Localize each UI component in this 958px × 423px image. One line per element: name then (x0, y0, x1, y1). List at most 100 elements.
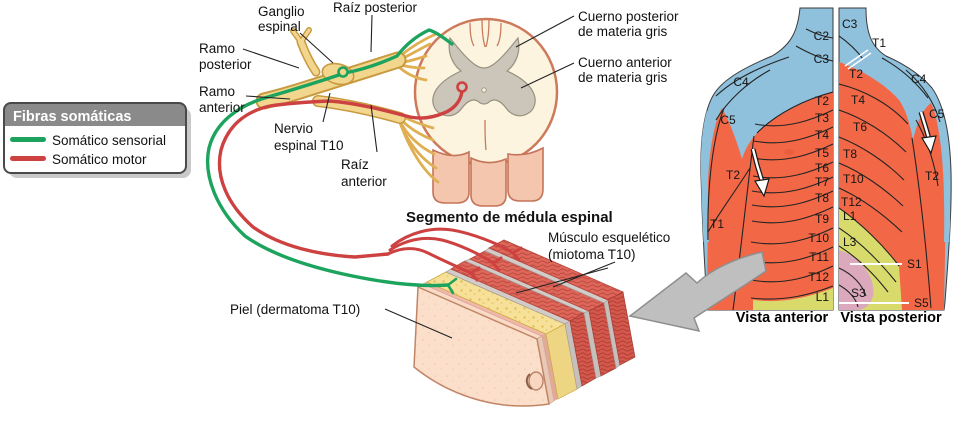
dermatome-line (839, 83, 909, 125)
caption-vista-posterior: Vista posterior (840, 310, 942, 326)
dermatome-line (805, 28, 833, 39)
leader-raiz-anterior (370, 104, 378, 153)
dermatome-label: T4 (851, 93, 865, 107)
leader-ganglio (299, 32, 334, 64)
dermatome-label: T2 (849, 67, 863, 81)
anterior-thoracic-region (707, 92, 833, 310)
dermatome-line (707, 167, 751, 233)
dermatome-label: T4 (815, 128, 829, 142)
posterior-dermatome-labels: C3 T2 T4 T6 T8 T10 T12 L1 L3 S3 T1 C4 C5… (841, 17, 945, 310)
dermatome-direction-arrow-anterior (750, 148, 770, 198)
skin-notch (525, 371, 544, 391)
torso-posterior-view (838, 7, 952, 311)
dermatome-label: C5 (929, 107, 945, 121)
label-musculo: Músculo esquelético (548, 230, 670, 245)
arm-trunk-boundary (911, 137, 932, 309)
sensory-soma (337, 66, 349, 78)
motor-soma (456, 81, 468, 93)
dermatome-label: T2 (925, 169, 939, 183)
anterior-lumbar-region (753, 288, 833, 310)
dermatome-label: L3 (843, 235, 857, 249)
dermatome-label: T1 (710, 217, 724, 231)
label-ganglio-espinal: espinal (258, 19, 301, 34)
label-raiz-anterior: anterior (341, 174, 387, 189)
legend-header (4, 103, 186, 126)
dermatome-line (750, 265, 833, 283)
motor-fiber-branches (386, 227, 523, 282)
somatic-sensory-fiber (205, 28, 454, 288)
dermatome-line (881, 57, 929, 99)
central-canal (481, 87, 487, 93)
dermatome-label: T12 (841, 195, 862, 209)
dermatome-label: T2 (815, 94, 829, 108)
cord-columns (432, 146, 544, 207)
muscle3-side (607, 291, 636, 366)
label-cuerno-posterior: Cuerno posterior (578, 9, 679, 24)
label-cuerno-anterior: Cuerno anterior (578, 55, 672, 70)
legend-border (3, 102, 187, 174)
dermatome-label: T8 (815, 191, 829, 205)
dermatome-label: T7 (815, 175, 829, 189)
dermatome-label: T1 (872, 36, 886, 50)
torso-anterior-view (700, 7, 834, 311)
label-nervio-espinal: espinal T10 (274, 138, 344, 153)
label-ramo-anterior: Ramo (199, 84, 235, 99)
legend-fibras-somaticas: Fibras somáticas Somático sensorial Somá… (3, 102, 191, 178)
dermatome-label: T10 (843, 172, 864, 186)
dermatome-label: T2 (726, 168, 740, 182)
dermatome-line (839, 284, 859, 308)
dermatome-line (839, 162, 904, 207)
posterior-arm-blue-stripe (935, 110, 951, 242)
label-segmento: Segmento de médula espinal (406, 209, 613, 226)
somatic-motor-fiber (217, 89, 464, 259)
leader-cuerno-posterior (515, 15, 575, 48)
sensory-fiber-skin-ending (446, 277, 458, 295)
dermatome-line (751, 206, 833, 224)
caption-vista-anterior: Vista anterior (736, 310, 829, 326)
dermatome-line (839, 187, 903, 233)
dermatome-line (752, 143, 833, 161)
label-ramo-posterior: Ramo (199, 41, 235, 56)
leader-lines (242, 14, 616, 339)
dermatome-line (839, 136, 905, 181)
dermatome-line (839, 207, 900, 267)
fibers (205, 28, 523, 295)
label-cuerno-posterior: de materia gris (578, 24, 668, 39)
dermatome-line (839, 267, 867, 297)
leader-musculo-2 (515, 267, 609, 294)
label-cuerno-anterior: de materia gris (578, 70, 668, 85)
dermatome-label: T5 (815, 146, 829, 160)
dermatome-label: C4 (911, 72, 927, 86)
dermatome-label: C2 (814, 29, 830, 43)
skin-front-face (413, 285, 550, 407)
spinal-cord-segment (413, 17, 559, 207)
dermatome-line (754, 109, 833, 127)
leader-ramo-anterior (245, 95, 291, 100)
dermatome-label: T3 (815, 111, 829, 125)
label-ramo-anterior: anterior (199, 100, 245, 115)
dermatome-label: T10 (808, 231, 829, 245)
legend-item-motor: Somático motor (52, 152, 147, 167)
dermatome-line (905, 69, 941, 123)
dermatome-label: T6 (853, 120, 867, 134)
anterior-arm-blue-stripe (700, 110, 711, 242)
dermatome-direction-arrow-posterior (918, 111, 937, 155)
dermatome-label: S1 (907, 257, 922, 271)
leader-nervio (322, 92, 331, 123)
label-nervio-espinal: Nervio (274, 121, 313, 136)
legend-title: Fibras somáticas (13, 109, 131, 125)
leader-raiz-posterior (370, 14, 373, 53)
tissue-block (413, 239, 636, 407)
dermatome-label: C5 (720, 113, 736, 127)
big-arrow (628, 251, 767, 333)
legend-swatch-sensory (10, 137, 46, 142)
legend-swatch-motor (10, 156, 46, 161)
dermatome-label: T6 (815, 161, 829, 175)
dermatome-line (795, 45, 833, 62)
label-ramo-posterior: posterior (199, 57, 252, 72)
leader-piel (384, 308, 453, 339)
leader-ramo-posterior (242, 48, 300, 69)
dermatome-line (715, 56, 790, 97)
